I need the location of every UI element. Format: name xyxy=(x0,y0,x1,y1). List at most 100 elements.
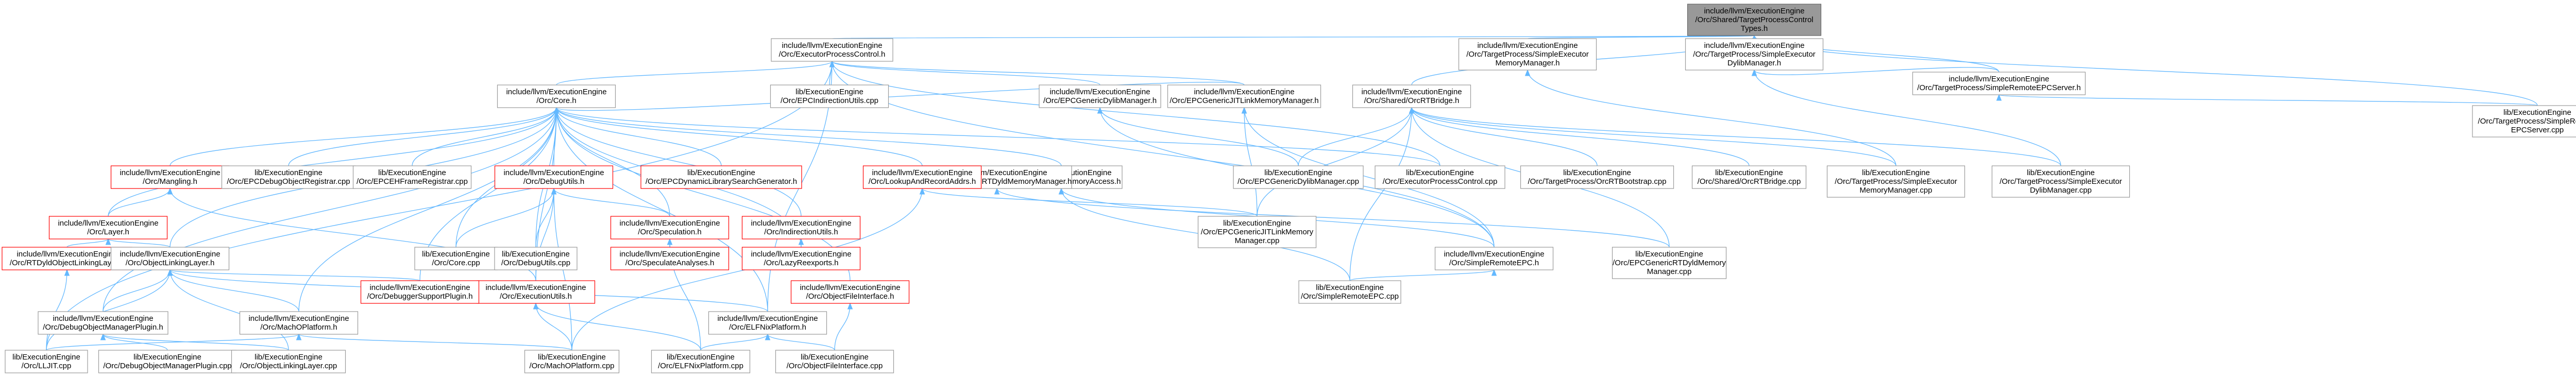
node-label-line: lib/ExecutionEngine xyxy=(1264,168,1332,177)
node-label-line: include/llvm/ExecutionEngine xyxy=(751,250,851,259)
node-epcontrol-cpp[interactable]: lib/ExecutionEngine/Orc/ExecutorProcessC… xyxy=(1375,165,1505,189)
node-debugutils-h[interactable]: include/llvm/ExecutionEngine/Orc/DebugUt… xyxy=(494,165,614,189)
node-epcgenjit-h[interactable]: include/llvm/ExecutionEngine/Orc/EPCGene… xyxy=(1167,84,1321,108)
node-debugutils-cpp[interactable]: lib/ExecutionEngine/Orc/DebugUtils.cpp xyxy=(494,247,578,270)
edge-objlinking-h-to-layer-h xyxy=(108,238,171,248)
node-layer-h[interactable]: include/llvm/ExecutionEngine/Orc/Layer.h xyxy=(48,216,168,239)
node-machoplatform-cpp[interactable]: lib/ExecutionEngine/Orc/MachOPlatform.cp… xyxy=(524,350,620,373)
edge-epcgenjit-cpp-to-lookupandrecord-h xyxy=(922,188,1258,217)
node-tp-sedm-h[interactable]: include/llvm/ExecutionEngine/Orc/TargetP… xyxy=(1685,38,1824,71)
node-specanalyses[interactable]: include/llvm/ExecutionEngine/Orc/Specula… xyxy=(610,247,730,270)
edge-machoplatform-h-to-core-h xyxy=(298,108,556,312)
node-epcgenrtdyld-cpp[interactable]: lib/ExecutionEngine/Orc/EPCGenericRTDyld… xyxy=(1612,247,1727,279)
node-box xyxy=(48,216,168,239)
node-label-line: include/llvm/ExecutionEngine xyxy=(751,219,851,228)
node-sedm-cpp[interactable]: lib/ExecutionEngine/Orc/TargetProcess/Si… xyxy=(1991,165,2130,198)
node-rtdyldobj-h[interactable]: include/llvm/ExecutionEngine/Orc/RTDyldO… xyxy=(2,247,132,270)
node-simpleremoteepc-h[interactable]: include/llvm/ExecutionEngine/Orc/SimpleR… xyxy=(1434,247,1554,270)
edge-epcgenjit-cpp-to-orcrt-h xyxy=(1257,108,1412,217)
edge-epcdebug-cpp-to-core-h xyxy=(288,107,556,166)
node-box xyxy=(1520,165,1674,189)
node-epcehf-cpp[interactable]: lib/ExecutionEngine/Orc/EPCEHFrameRegist… xyxy=(352,165,472,189)
node-objlinking-cpp[interactable]: lib/ExecutionEngine/Orc/ObjectLinkingLay… xyxy=(231,350,346,373)
node-epc-h[interactable]: include/llvm/ExecutionEngine/Orc/Executo… xyxy=(771,38,893,62)
node-label-line: EPCServer.cpp xyxy=(2511,126,2564,134)
node-sem-cpp[interactable]: lib/ExecutionEngine/Orc/TargetProcess/Si… xyxy=(1826,165,1965,198)
edge-objlinking-cpp-to-objlinking-h xyxy=(170,270,289,351)
edge-orcllvm-cpp-to-epc-h xyxy=(46,61,832,351)
node-simpleremoteepc-cpp[interactable]: lib/ExecutionEngine/Orc/SimpleRemoteEPC.… xyxy=(1298,280,1401,304)
node-label-line: lib/ExecutionEngine xyxy=(133,353,201,362)
node-orcrtbs-cpp[interactable]: lib/ExecutionEngine/Orc/TargetProcess/Or… xyxy=(1520,165,1674,189)
node-core-cpp[interactable]: lib/ExecutionEngine/Orc/Core.cpp xyxy=(414,247,498,270)
node-label-line: include/llvm/ExecutionEngine xyxy=(503,168,604,177)
node-elfnix-cpp[interactable]: lib/ExecutionEngine/Orc/ELFNixPlatform.c… xyxy=(651,350,751,373)
edge-machoplatform-h-to-objlinking-h xyxy=(170,269,299,312)
node-label-line: include/llvm/ExecutionEngine xyxy=(120,250,220,259)
node-debugobjmgr-cpp[interactable]: lib/ExecutionEngine/Orc/DebugObjectManag… xyxy=(98,350,237,373)
edge-objlinking-cpp-to-debugobjmgr-h xyxy=(103,334,289,351)
node-label-line: /Orc/Shared/TargetProcessControl xyxy=(1695,15,1813,24)
node-tp-srepc-h[interactable]: include/llvm/ExecutionEngine/Orc/TargetP… xyxy=(1912,72,2086,95)
node-epcdebug-cpp[interactable]: lib/ExecutionEngine/Orc/EPCDebugObjectRe… xyxy=(221,165,356,189)
node-machoplatform-h[interactable]: include/llvm/ExecutionEngine/Orc/MachOPl… xyxy=(239,311,359,335)
node-label-line: /Orc/LazyReexports.h xyxy=(764,259,838,267)
node-label-line: lib/ExecutionEngine xyxy=(2503,108,2571,117)
node-epcdyn-cpp[interactable]: lib/ExecutionEngine/Orc/EPCDynamicLibrar… xyxy=(640,165,802,189)
node-tp-sem-h[interactable]: include/llvm/ExecutionEngine/Orc/TargetP… xyxy=(1458,38,1597,71)
node-label-line: include/llvm/ExecutionEngine xyxy=(619,219,720,228)
node-orcllvm-cpp[interactable]: lib/ExecutionEngine/Orc/LLJIT.cpp xyxy=(5,350,88,373)
node-label-line: /Orc/DebugUtils.h xyxy=(523,177,584,186)
edge-layer-h-to-core-h xyxy=(108,108,556,217)
node-debuggersupport-h[interactable]: include/llvm/ExecutionEngine/Orc/Debugge… xyxy=(360,280,480,304)
node-label-line: /Orc/ExecutionUtils.h xyxy=(500,292,572,301)
node-box xyxy=(1197,216,1317,248)
node-box xyxy=(651,350,751,373)
node-objfileinterface-cpp[interactable]: lib/ExecutionEngine/Orc/ObjectFileInterf… xyxy=(775,350,894,373)
node-mangling-h[interactable]: include/llvm/ExecutionEngine/Orc/Manglin… xyxy=(110,165,230,189)
node-box xyxy=(1685,38,1824,71)
node-label-line: include/llvm/ExecutionEngine xyxy=(1194,88,1294,96)
node-label-line: lib/ExecutionEngine xyxy=(1862,168,1930,177)
edge-epcgenjit-cpp-to-epcgenjit-h xyxy=(1244,108,1258,217)
nodes-layer: include/llvm/ExecutionEngine/Orc/Shared/… xyxy=(2,4,2576,373)
node-debugobjmgr-h[interactable]: include/llvm/ExecutionEngine/Orc/DebugOb… xyxy=(38,311,168,335)
edge-orcllvm-cpp-to-rtdyldobj-h xyxy=(46,270,67,351)
node-lazyreexp[interactable]: include/llvm/ExecutionEngine/Orc/LazyRee… xyxy=(741,247,861,270)
edge-epcontrol-cpp-to-epc-h xyxy=(832,61,1440,166)
node-objlinking-h[interactable]: include/llvm/ExecutionEngine/Orc/ObjectL… xyxy=(110,247,230,270)
edge-epcgendm-cpp-to-epcgendm-h xyxy=(1100,108,1299,166)
node-tp-srepcs-cpp[interactable]: lib/ExecutionEngine/Orc/TargetProcess/Si… xyxy=(2472,105,2576,138)
node-label-line: /Orc/TargetProcess/SimpleExecutor xyxy=(1835,177,1957,186)
edge-orcrtb-cpp-to-orcrt-h xyxy=(1412,107,1750,166)
node-label-line: /Orc/ELFNixPlatform.h xyxy=(729,323,806,332)
node-label-line: /Orc/LookupAndRecordAddrs.h xyxy=(869,177,976,186)
node-lookupandrecord-h[interactable]: include/llvm/ExecutionEngine/Orc/LookupA… xyxy=(862,165,982,189)
edge-elfnix-h-to-core-h xyxy=(556,108,768,312)
node-label-line: /Orc/DebuggerSupportPlugin.h xyxy=(367,292,472,301)
node-epcgendm-cpp[interactable]: lib/ExecutionEngine/Orc/EPCGenericDylibM… xyxy=(1233,165,1364,189)
node-epcgendm-h[interactable]: include/llvm/ExecutionEngine/Orc/EPCGene… xyxy=(1039,84,1161,108)
node-box xyxy=(770,84,889,108)
node-speculation-h[interactable]: include/llvm/ExecutionEngine/Orc/Specula… xyxy=(610,216,730,239)
node-indirection-h[interactable]: include/llvm/ExecutionEngine/Orc/Indirec… xyxy=(741,216,861,239)
node-root[interactable]: include/llvm/ExecutionEngine/Orc/Shared/… xyxy=(1687,4,1822,36)
edge-sem-cpp-to-orcrt-h xyxy=(1412,107,1896,166)
node-executionutils-h[interactable]: include/llvm/ExecutionEngine/Orc/Executi… xyxy=(476,280,596,304)
node-epcgenjit-cpp[interactable]: lib/ExecutionEngine/Orc/EPCGenericJITLin… xyxy=(1197,216,1317,248)
node-label-line: /Orc/EPCGenericRTDyldMemory xyxy=(1613,259,1726,267)
node-elfnix-h[interactable]: include/llvm/ExecutionEngine/Orc/ELFNixP… xyxy=(708,311,827,335)
node-label-line: /Orc/EPCGenericDylibManager.cpp xyxy=(1238,177,1359,186)
node-box xyxy=(610,216,730,239)
node-orcrtb-cpp[interactable]: lib/ExecutionEngine/Orc/Shared/OrcRTBrid… xyxy=(1691,165,1807,189)
node-orcrt-h[interactable]: include/llvm/ExecutionEngine/Orc/Shared/… xyxy=(1352,84,1471,108)
node-label-line: include/llvm/ExecutionEngine xyxy=(1444,250,1544,259)
node-box xyxy=(1375,165,1505,189)
node-objfileinterface-h[interactable]: include/llvm/ExecutionEngine/Orc/ObjectF… xyxy=(790,280,910,304)
node-core-h[interactable]: include/llvm/ExecutionEngine/Orc/Core.h xyxy=(497,84,616,108)
node-label-line: include/llvm/ExecutionEngine xyxy=(120,168,220,177)
node-label-line: Manager.cpp xyxy=(1647,267,1692,276)
node-epcindir-cpp[interactable]: lib/ExecutionEngine/Orc/EPCIndirectionUt… xyxy=(770,84,889,108)
edge-core-cpp-to-debugutils-h xyxy=(455,188,554,248)
edge-epcgenma-h-to-core-h xyxy=(556,107,1062,166)
